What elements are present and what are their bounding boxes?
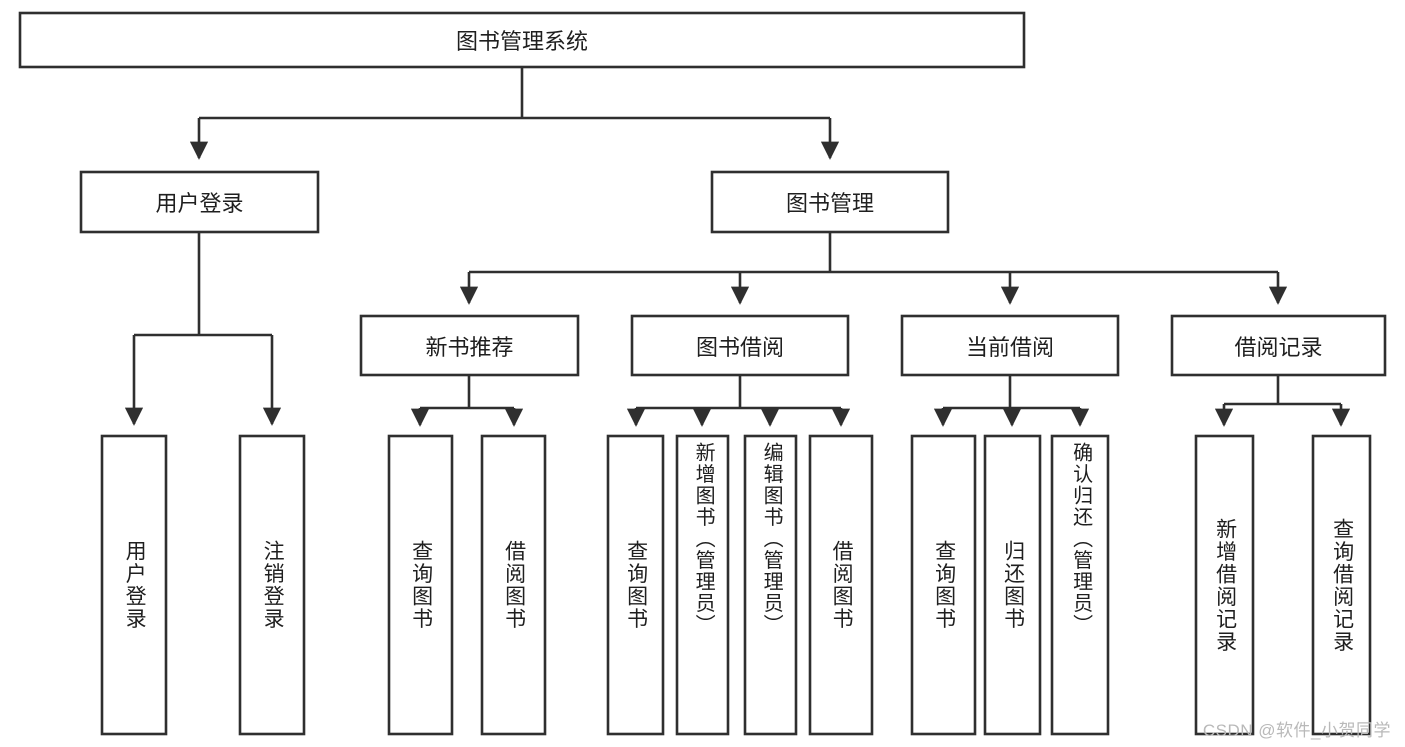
node-book-borrow-box[interactable] [630,314,850,377]
node-leaf-confirm-return-box[interactable] [1050,434,1110,736]
node-borrow-record-box[interactable] [1170,314,1387,377]
node-leaf-add-book-box[interactable] [675,434,730,736]
node-current-borrow-box[interactable] [900,314,1120,377]
node-leaf-borrow-book-box[interactable] [808,434,874,736]
node-leaf-query-book-current-box[interactable] [910,434,977,736]
node-leaf-query-book-borrow-box[interactable] [606,434,665,736]
node-leaf-add-record-box[interactable] [1194,434,1255,736]
watermark-text: CSDN @软件_小贺同学 [1202,721,1391,740]
node-user-login-box[interactable] [79,170,320,234]
node-leaf-return-book-box[interactable] [983,434,1042,736]
node-leaf-query-book-recommend-box[interactable] [387,434,454,736]
node-leaf-edit-book-box[interactable] [743,434,798,736]
node-new-book-recommend-box[interactable] [359,314,580,377]
node-leaf-logout-box[interactable] [238,434,306,736]
node-leaf-query-record-box[interactable] [1311,434,1372,736]
node-leaf-user-login-box[interactable] [100,434,168,736]
node-book-management-box[interactable] [710,170,950,234]
node-root-box[interactable] [18,11,1026,69]
node-leaf-borrow-book-recommend-box[interactable] [480,434,547,736]
